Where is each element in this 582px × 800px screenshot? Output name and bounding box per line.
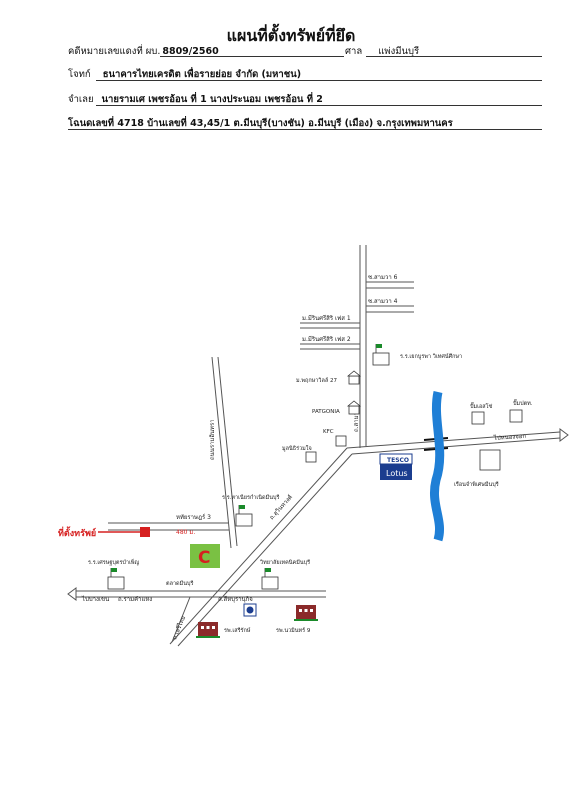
deed-underline <box>68 129 542 130</box>
label-to-nongchok: ไปหนองจอก <box>493 432 527 442</box>
samwa-road <box>359 245 367 448</box>
court-underline <box>366 56 542 57</box>
suwinthawong-road <box>169 447 353 647</box>
school-flag-icon <box>372 344 390 366</box>
ramkhamhaeng-road <box>346 428 569 455</box>
label-m-ruk: ม.พฤกษาวิลล์ 27 <box>296 377 337 384</box>
label-school-setthabut: ร.ร.เศรษฐบุตรบำเพ็ญ <box>88 558 139 566</box>
defendant-underline <box>96 105 542 106</box>
label-ramintra: ถนนรามอินทรา <box>209 419 216 460</box>
hospital-icon <box>294 605 318 621</box>
court-label: ศาล <box>345 46 363 57</box>
label-school-min: ร.ร.หาเนียรกำเนิดมีนบุรี <box>222 494 279 501</box>
label-hosp-serirak: รพ.เสรีรักษ์ <box>224 627 251 634</box>
plaintiff-underline <box>96 80 542 81</box>
label-to-bangkhen: ไปบางเขน <box>81 595 109 603</box>
foundation-box <box>305 451 317 463</box>
canal <box>430 391 445 542</box>
gas-esso-box <box>471 411 485 425</box>
serithai-road <box>171 596 191 643</box>
label-soi-s6: ซ.สามวา 6 <box>368 274 398 281</box>
hospital-icon <box>196 622 220 638</box>
label-m-phase2: ม.มีรินศรีสิริ เฟส 2 <box>302 335 351 343</box>
court-name: แพ่งมีนบุรี <box>378 46 420 57</box>
label-patgonia: PATGONIA <box>312 409 340 415</box>
shopping-center-logo: C <box>190 544 220 568</box>
case-number: 8809/2560 <box>162 46 219 57</box>
plaintiff-line: โจทก์ ธนาคารไทยเครดิต เพื่อรายย่อย จำกัด … <box>68 67 301 82</box>
label-tesco: TESCO <box>387 457 409 464</box>
label-sihaburanukit: ถ.สีหบุรานุกิจ <box>218 595 253 603</box>
house-icon <box>346 370 362 385</box>
label-samwa: ถ.สามวา <box>353 409 360 432</box>
case-underline <box>160 56 344 57</box>
case-line: คดีหมายเลขแดงที่ ผบ.8809/2560 <box>68 44 219 59</box>
label-gas-esso: ปั๊มเอสโซ่ <box>470 402 493 410</box>
label-special-school: เรือนจำพิเศษมีนบุรี <box>454 481 499 488</box>
school-flag-icon <box>107 568 125 590</box>
ramintra-road <box>211 356 238 549</box>
police-emblem-icon <box>243 603 257 617</box>
label-kfc: KFC <box>323 429 334 435</box>
soi-branches-left <box>300 322 360 350</box>
tesco-lotus-logo: TESCO Lotus <box>379 453 413 480</box>
school-flag-icon <box>261 568 279 590</box>
gas-ptt-box <box>509 409 523 423</box>
label-gas-ptt: ปั๊มปตท. <box>513 399 533 407</box>
school-flag-icon <box>235 505 253 527</box>
special-school-box <box>479 449 501 471</box>
label-property: ที่ตั้งทรัพย์ <box>58 526 96 539</box>
label-logo-letter: C <box>198 548 210 568</box>
label-college: วิทยาลัยเทคนิคมีนบุรี <box>259 559 310 566</box>
label-m-phase1: ม.มีรินศรีสิริ เฟส 1 <box>302 314 351 322</box>
house-icon <box>346 400 362 415</box>
deed-line: โฉนดเลขที่ 4718 บ้านเลขที่ 43,45/1 ต.มีน… <box>68 118 453 129</box>
label-soi-s4: ซ.สามวา 4 <box>368 298 398 305</box>
sihaburanukit-road <box>67 587 326 601</box>
label-hosp-nawamin: รพ.นวมินทร์ 9 <box>276 627 311 634</box>
property-marker <box>140 527 150 537</box>
defendant-label: จำเลย <box>68 94 94 105</box>
court-line: ศาล แพ่งมีนบุรี <box>345 44 419 59</box>
plaintiff-name: ธนาคารไทยเครดิต เพื่อรายย่อย จำกัด (มหาช… <box>102 69 302 80</box>
plaintiff-label: โจทก์ <box>68 69 91 80</box>
defendant-line: จำเลย นายรามเศ เพชรอ้อน ที่ 1 นางประนอม เ… <box>68 92 323 107</box>
label-hathairat3: หทัยราษฎร์ 3 <box>176 513 211 521</box>
label-school-yotha: ร.ร.เยกบูรพา วิเทศน์ศึกษา <box>400 353 462 360</box>
page-title: แผนที่ตั้งทรัพย์ที่ยึด <box>226 26 356 45</box>
label-distance: 480 ม. <box>176 529 195 536</box>
defendant-name: นายรามเศ เพชรอ้อน ที่ 1 นางประนอม เพชรอ้… <box>101 94 323 105</box>
label-lotus: Lotus <box>386 469 408 478</box>
label-ramkhamhaeng: ถ.รามคำแหง <box>118 596 152 603</box>
case-label: คดีหมายเลขแดงที่ ผบ. <box>68 46 161 57</box>
soi-branches-right <box>366 281 414 313</box>
label-foundation: มูลนิธิร่วมใจ <box>282 445 312 452</box>
label-market: ตลาดมีนบุรี <box>166 580 193 587</box>
hathairat3-road <box>108 522 229 531</box>
kfc-box <box>335 435 347 447</box>
